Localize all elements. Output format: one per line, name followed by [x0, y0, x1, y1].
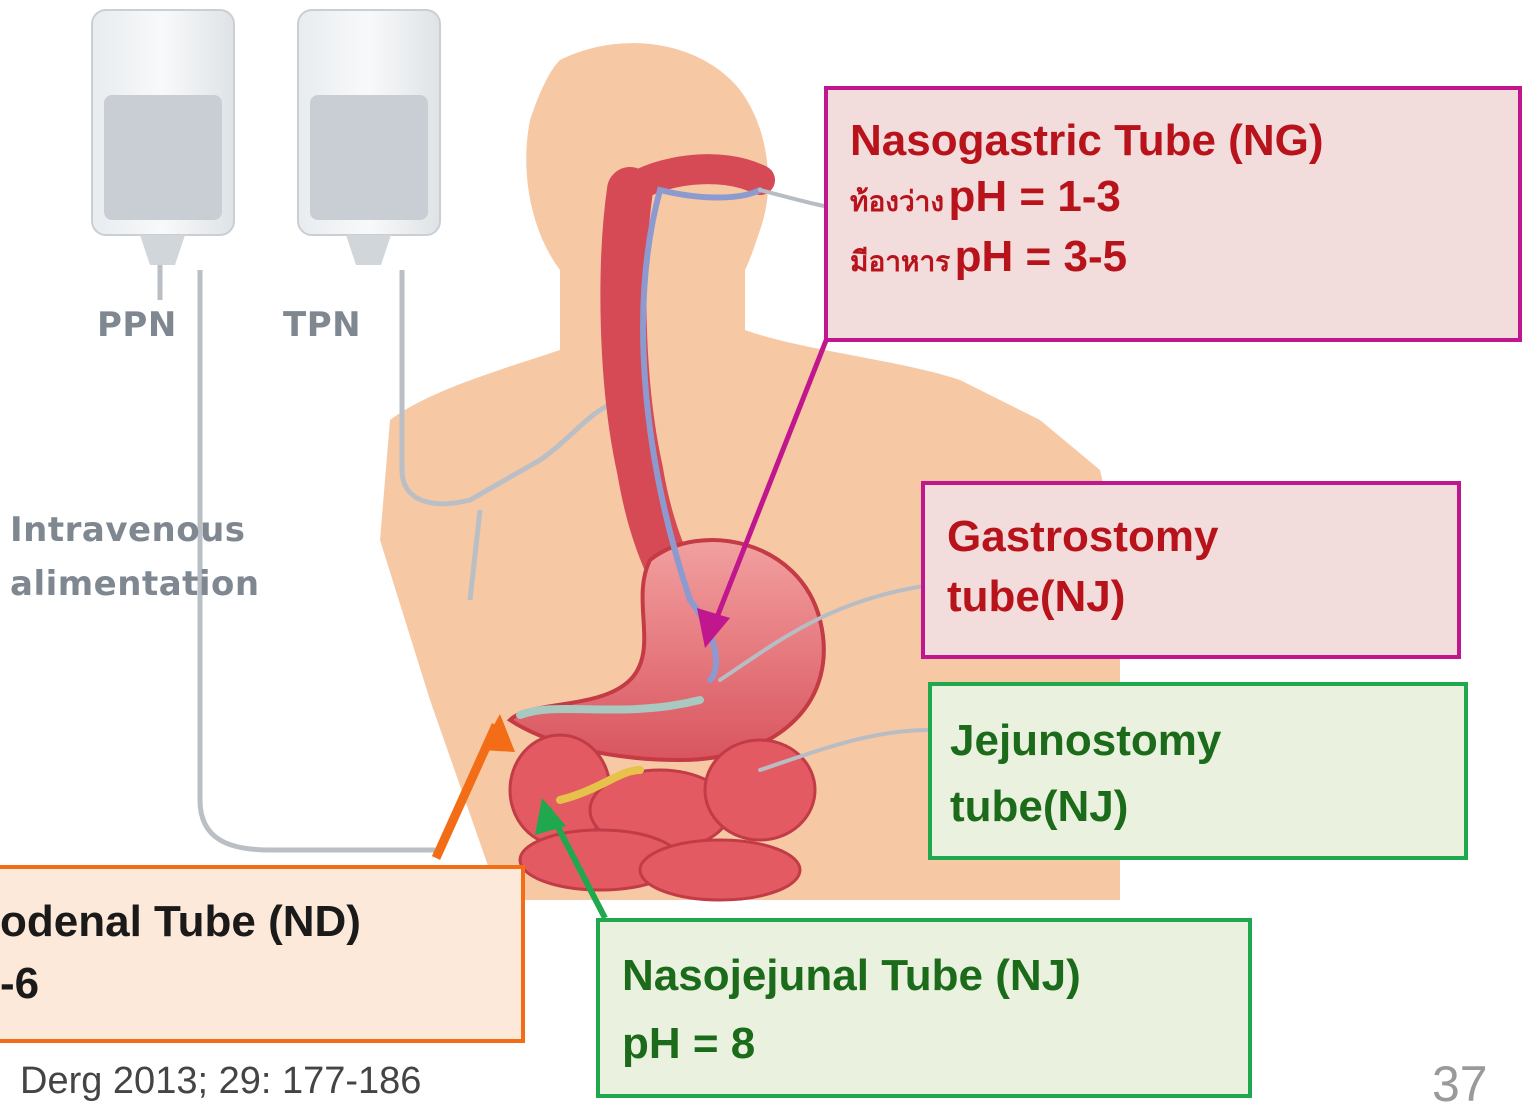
- tpn-label: TPN: [283, 305, 361, 345]
- tpn-bag: [298, 10, 440, 265]
- gastrostomy-callout: Gastrostomy tube(NJ): [921, 481, 1461, 659]
- ng-callout: Nasogastric Tube (NG) ท้องว่าง pH = 1-3 …: [824, 86, 1522, 342]
- nj-callout: Nasojejunal Tube (NJ) pH = 8: [596, 918, 1252, 1098]
- jejunostomy-callout: Jejunostomy tube(NJ): [928, 682, 1468, 860]
- ng-fed-ph: pH = 3-5: [955, 232, 1127, 281]
- ng-fed-prefix: มีอาหาร: [850, 245, 950, 278]
- ng-empty-ph: pH = 1-3: [949, 172, 1121, 221]
- nj-line2: pH = 8: [622, 1010, 1226, 1078]
- intravenous-line2: alimentation: [10, 564, 260, 604]
- page-number: 37: [1432, 1055, 1488, 1113]
- ppn-label: PPN: [97, 305, 177, 345]
- ng-empty-line: ท้องว่าง pH = 1-3: [850, 172, 1496, 224]
- gastrostomy-line1: Gastrostomy: [947, 507, 1435, 567]
- ng-empty-prefix: ท้องว่าง: [850, 185, 944, 218]
- jejunostomy-line2: tube(NJ): [950, 774, 1446, 840]
- ppn-bag: [92, 10, 234, 265]
- ng-title: Nasogastric Tube (NG): [850, 116, 1496, 166]
- nd-callout: odenal Tube (ND) -6: [0, 865, 525, 1043]
- jejunostomy-line1: Jejunostomy: [950, 708, 1446, 774]
- intravenous-label: Intravenous alimentation: [10, 503, 260, 611]
- intravenous-line1: Intravenous: [10, 510, 246, 550]
- nd-line2: -6: [0, 953, 521, 1015]
- nd-line1: odenal Tube (ND): [0, 891, 521, 953]
- gastrostomy-line2: tube(NJ): [947, 567, 1435, 627]
- ng-fed-line: มีอาหาร pH = 3-5: [850, 232, 1496, 284]
- reference-citation: Derg 2013; 29: 177-186: [20, 1060, 421, 1103]
- nj-line1: Nasojejunal Tube (NJ): [622, 942, 1226, 1010]
